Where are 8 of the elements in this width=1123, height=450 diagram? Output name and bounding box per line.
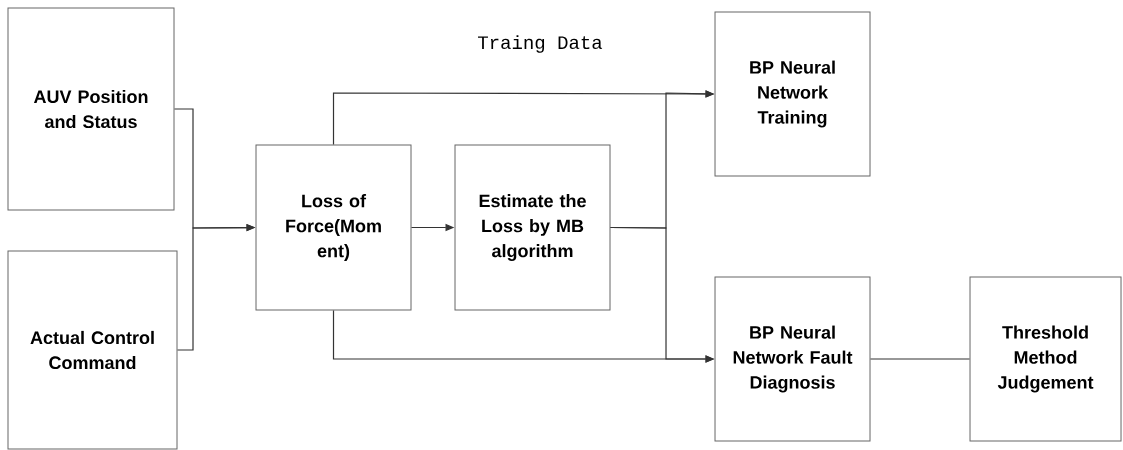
process-box: BP Neural Network Fault Diagnosis — [714, 276, 871, 442]
process-box: BP Neural Network Training — [714, 11, 871, 177]
process-box: Threshold Method Judgement — [969, 276, 1122, 442]
process-box: Estimate the Loss by MB algorithm — [454, 144, 611, 311]
annotation-text: Traing Data — [478, 35, 603, 53]
process-box: Loss of Force(Mom ent) — [255, 144, 412, 311]
process-box: Actual Control Command — [7, 250, 178, 450]
process-box: AUV Position and Status — [7, 7, 175, 211]
